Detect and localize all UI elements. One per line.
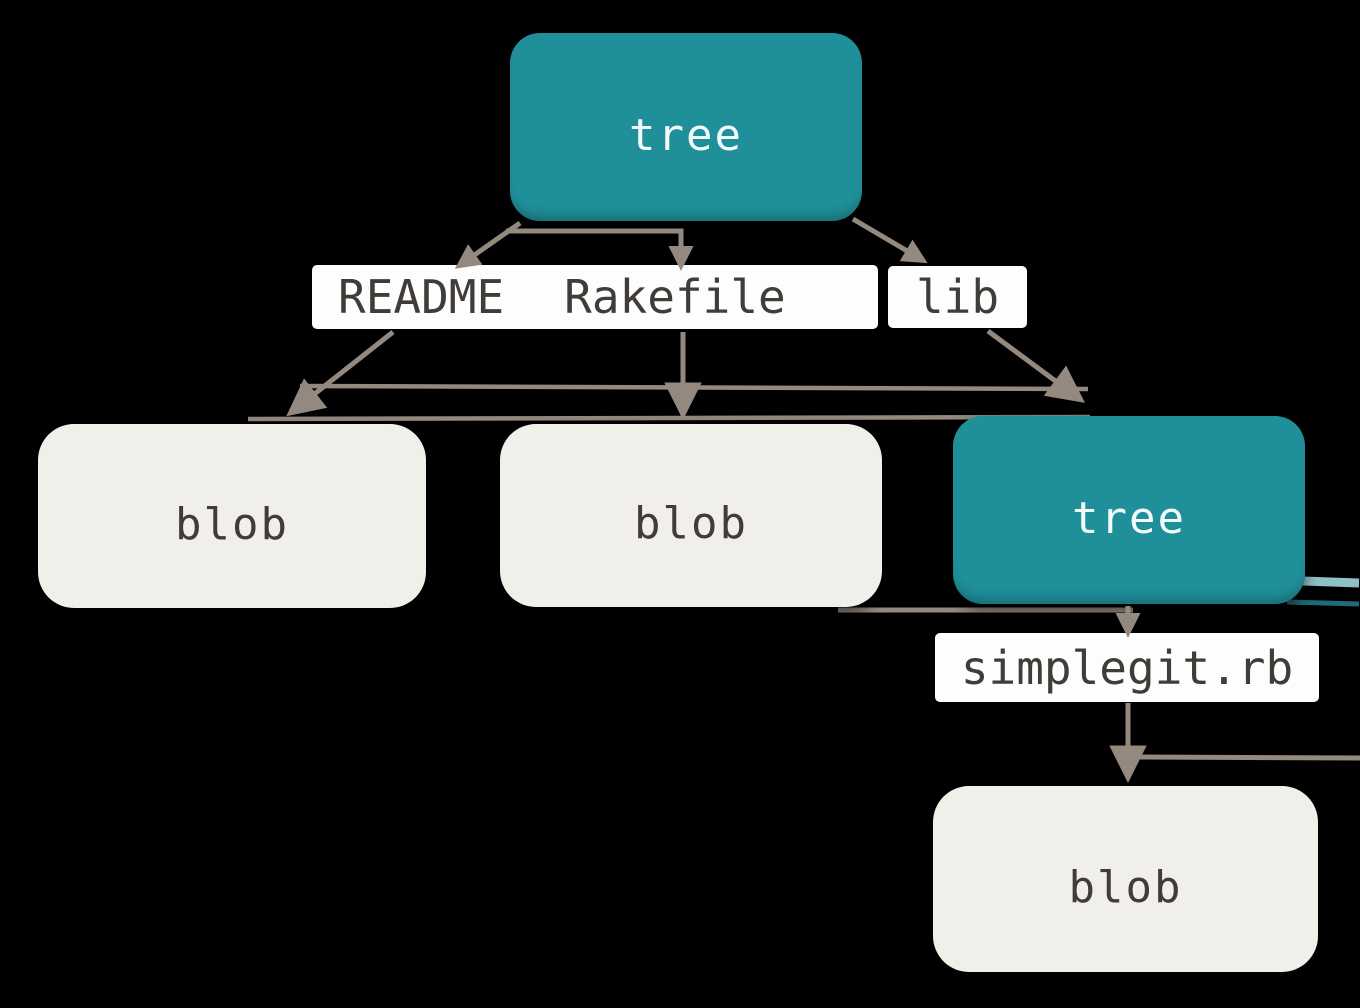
overshoot-line: [299, 383, 1089, 392]
overshoot-line: [1131, 754, 1360, 761]
overshoot-line: [247, 414, 1091, 422]
overshoot-line-light-teal: [1302, 576, 1360, 588]
overshoot-line-dark-teal: [1286, 599, 1360, 607]
